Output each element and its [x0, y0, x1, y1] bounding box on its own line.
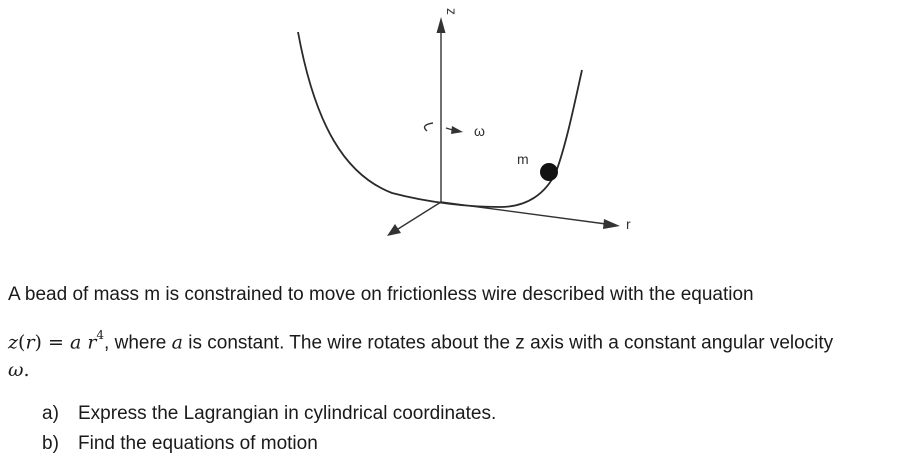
part-text: Express the Lagrangian in cylindrical co… [78, 403, 497, 424]
omega-label: ω [474, 123, 485, 139]
rotation-arrowhead [451, 126, 463, 134]
z-axis-label: z [444, 8, 460, 15]
question-part-b: b) Find the equations of motion [42, 433, 496, 463]
line2-a: a [171, 331, 183, 354]
eq-exponent: 4 [96, 328, 105, 342]
eq-r: r [25, 331, 35, 354]
bead [540, 163, 558, 181]
rotation-arrow [423, 122, 434, 132]
y-axis-arrowhead [387, 224, 401, 236]
z-axis-arrowhead [436, 17, 446, 33]
y-axis [397, 201, 442, 230]
question-part-a: a) Express the Lagrangian in cylindrical … [42, 403, 496, 433]
eq-paren-open: ( [18, 331, 26, 354]
bead-on-wire-figure: z r ω m [297, 8, 631, 236]
line2-rest: is constant. The wire rotates about the … [182, 332, 834, 354]
problem-line-1: A bead of mass m is constrained to move … [8, 284, 754, 305]
part-label: b) [42, 433, 59, 454]
omega-symbol: ω [8, 359, 24, 381]
wire-curve [297, 31, 583, 208]
part-text: Find the equations of motion [78, 433, 318, 454]
problem-line-2: z(r) = a r4, where a is constant. The wi… [8, 328, 834, 354]
eq-z: z [8, 331, 19, 354]
eq-a: a [69, 331, 82, 354]
question-parts: a) Express the Lagrangian in cylindrical … [42, 403, 496, 463]
r-axis-label: r [626, 216, 631, 232]
part-label: a) [42, 403, 59, 424]
problem-line-3: ω. [8, 359, 30, 382]
eq-paren-close: ) [34, 331, 42, 354]
mass-label: m [517, 151, 529, 167]
eq-equals: = [41, 331, 70, 354]
eq-r2: r [81, 331, 97, 354]
line3-period: . [23, 359, 30, 381]
r-axis-arrowhead [603, 219, 620, 229]
line2-mid: , where [104, 332, 172, 354]
